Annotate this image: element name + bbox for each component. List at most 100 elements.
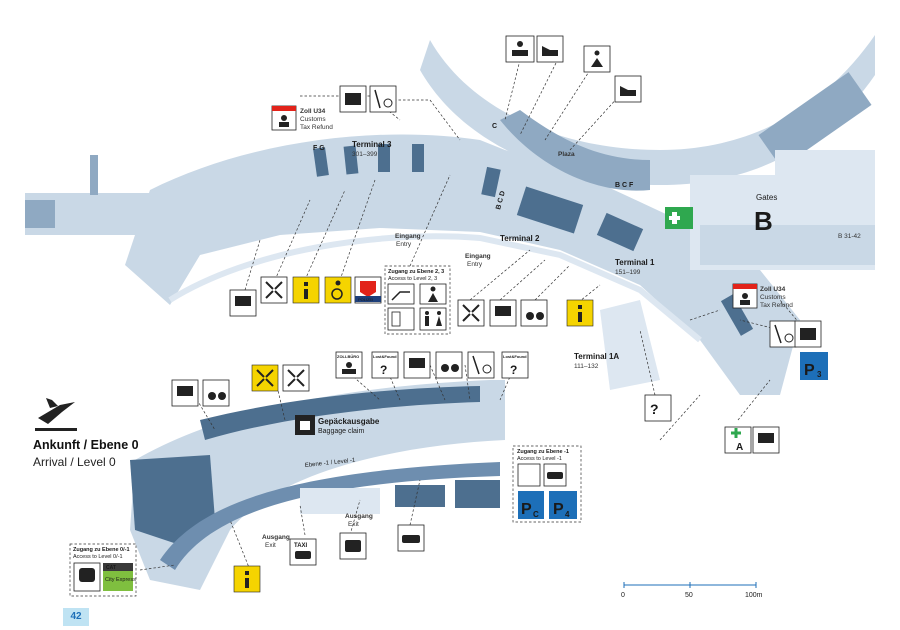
currency-exchange-icon-2 (202, 379, 230, 407)
inner-corridor (168, 233, 702, 343)
exits: Ausgang Exit Ausgang Exit (262, 513, 373, 549)
entry-2-de: Eingang (465, 253, 491, 260)
access-level-minus1-box: Zugang zu Ebene -1 Access to Level -1 P … (512, 445, 582, 523)
terminal-1-label: Terminal 1 (615, 258, 655, 267)
parking-pc-sign[interactable] (518, 491, 544, 519)
exit-1-en: Exit (265, 542, 276, 549)
arrival-block-left (130, 455, 215, 545)
escalator-icon (387, 283, 415, 305)
gate-letters-fg: F G (313, 145, 325, 152)
customs-top-line3: Tax Refund (300, 124, 333, 131)
customs-right-line1: Zoll U34 (760, 286, 786, 293)
currency-exchange-icon-3 (435, 351, 463, 379)
parking-p3-letter: P (804, 362, 815, 379)
upper-right-pier (758, 72, 872, 168)
lower-building: Ebene -1 / Level -1 (130, 380, 505, 590)
elevator-icon (387, 307, 415, 331)
city-express-label: City Express (105, 577, 136, 583)
parking-p3-sign[interactable] (800, 352, 828, 380)
gates-b-top (775, 150, 875, 178)
seating-icon (614, 75, 642, 103)
plaza-area (500, 110, 650, 191)
lower-icons: ZOLLBÜRO Lost&Found ? Lost&Found ? TAXI (171, 351, 529, 593)
svg-text:?: ? (510, 363, 517, 377)
gate-letters-bcd: B C D (495, 190, 507, 210)
upper-icons: POLIZEI ? P 3 A (229, 35, 828, 454)
access-2-3-en: Access to Level 2, 3 (388, 276, 437, 282)
svg-text:?: ? (380, 363, 387, 377)
customs-top-line1: Zoll U34 (300, 108, 326, 115)
svg-text:A: A (736, 442, 743, 453)
terminal-1a-label: Terminal 1A (574, 352, 619, 361)
terminal-arc (125, 134, 800, 395)
gates-range: B 31-42 (838, 233, 861, 240)
level-minus1-strip (160, 462, 500, 570)
ski-bike-icon (369, 85, 397, 113)
arrival-top-strip (200, 386, 480, 440)
ski-bike-icon-3 (467, 351, 495, 379)
terminal-3-label: Terminal 3 (352, 140, 392, 149)
page-number: 42 (63, 608, 89, 626)
cat-label: CAT (106, 565, 116, 571)
terminal-1-range: 151–199 (615, 269, 641, 276)
scale-tick-0: 0 (621, 592, 625, 599)
exit-1-de: Ausgang (262, 534, 290, 541)
block-h (720, 294, 754, 336)
zollburo-label: ZOLLBÜRO (337, 354, 359, 359)
parking-p4-sign[interactable] (549, 491, 577, 519)
plaza-label: Plaza (558, 151, 575, 158)
leader-lines (139, 54, 806, 571)
lost-found-icon (644, 394, 672, 422)
upper-building (25, 35, 875, 395)
customs-right: Zoll U34 Customs Tax Refund (732, 283, 793, 309)
gate-letters-bcf: B C F (615, 182, 634, 189)
lost-found-icon-2 (371, 351, 399, 379)
access-level-2-3-box: Zugang zu Ebene 2, 3 Access to Level 2, … (384, 265, 451, 335)
pharmacy-icon (724, 426, 752, 454)
ski-bike-icon-2 (769, 320, 797, 348)
legend-subtitle: Arrival / Level 0 (33, 455, 116, 469)
meeting-point-icon (260, 276, 288, 304)
gates-b-inner (700, 225, 875, 265)
access-2-3-de: Zugang zu Ebene 2, 3 (388, 269, 444, 275)
block-a (313, 147, 329, 177)
gates-letter: B (754, 206, 773, 236)
parking-p3-sub: 3 (817, 370, 822, 379)
pier-end (25, 200, 55, 228)
level-strip-label: Ebene -1 / Level -1 (305, 458, 357, 469)
block-b (343, 145, 359, 175)
block-e (481, 166, 501, 198)
customs-right-line3: Tax Refund (760, 302, 793, 309)
baggage-claim: Gepäckausgabe Baggage claim (295, 415, 380, 435)
scale-tick-100: 100m (745, 592, 763, 599)
svg-text:?: ? (650, 401, 659, 417)
terminal-2-label: Terminal 2 (500, 234, 540, 243)
entry-2-en: Entry (467, 261, 483, 268)
meeting-point-icon-2 (457, 299, 485, 327)
customs-top: Zoll U34 Customs Tax Refund (271, 105, 333, 131)
parking-p4-letter: P (553, 501, 564, 518)
block-f (516, 186, 584, 234)
parking-pc-letter: P (521, 501, 532, 518)
access-minus1-en: Access to Level -1 (517, 456, 562, 462)
baggage-claim-de: Gepäckausgabe (318, 417, 380, 426)
lounge-icon (536, 35, 564, 63)
exit-2-de: Ausgang (345, 513, 373, 520)
access-2-3-frame (384, 265, 451, 335)
terminal-3-range: 301–399 (352, 151, 378, 158)
scale-bar: 0 50 100m (621, 582, 763, 599)
entrances: Eingang Entry Eingang Entry (395, 233, 491, 268)
lower-exit-area (300, 488, 380, 514)
customs-right-line2: Customs (760, 294, 786, 301)
access-level-0-1-box: Zugang zu Ebene 0/-1 Access to Level 0/-… (69, 543, 137, 597)
currency-exchange-icon (520, 299, 548, 327)
block-g (596, 212, 644, 252)
entry-1-de: Eingang (395, 233, 421, 240)
meeting-point-icon-4 (282, 364, 310, 392)
parking-p4-sub: 4 (565, 510, 570, 519)
taxi-label: TAXI (294, 543, 308, 549)
terminal-labels: Terminal 3 301–399 Terminal 2 Terminal 1… (313, 123, 861, 370)
parking-pc-sub: C (533, 510, 539, 519)
scale-tick-50: 50 (685, 592, 693, 599)
info-desk-icon (505, 35, 535, 63)
